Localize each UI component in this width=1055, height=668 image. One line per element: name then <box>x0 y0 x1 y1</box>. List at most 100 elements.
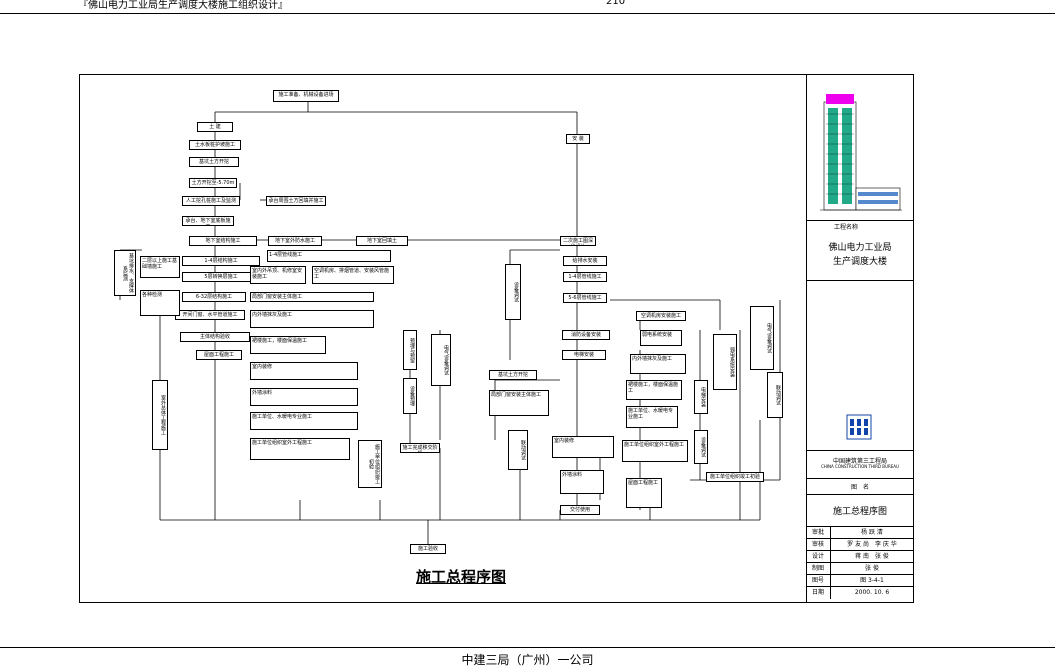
panel-divider-3 <box>806 450 914 451</box>
anz-d4: 施工单位组织室外工程施工 <box>622 440 688 462</box>
tujian-box: 土 建 <box>197 122 233 132</box>
building-illustration <box>820 94 902 211</box>
panel-divider-5 <box>806 494 914 495</box>
drawing-name: 施工总程序图 <box>832 507 887 517</box>
row-value: 2000. 10. 6 <box>854 589 890 596</box>
left-box-1: 基坑排水、支撑体系监测 <box>114 250 136 296</box>
anz-a7: 二次施工图深化设计 <box>560 236 596 246</box>
step-b9: 地下室回填土 <box>356 236 408 246</box>
step-a1-note: 1-4层管线施工 <box>267 250 391 262</box>
anz-a5: 给排水安装 <box>563 256 607 266</box>
panel-divider-4 <box>806 478 914 479</box>
footer-company: 中建三局（广州）一公司 <box>461 653 594 667</box>
diagram-title: 施工总程序图 <box>416 568 507 586</box>
step-c6: 室内装修 <box>250 362 358 380</box>
step-c2: 空调机房、排烟管道、安装风管施工 <box>312 266 394 284</box>
row-value: 杨 跃 清 <box>861 529 883 536</box>
project-name-1: 佛山电力工业局 <box>828 243 892 253</box>
step-b1: 土水板桩护坡施工 <box>189 140 241 150</box>
anz-vert-1: 设备调试 <box>505 264 521 320</box>
anz-final: 施工单位组织竣工初验 <box>706 472 764 482</box>
anz-a4: 5-6层管线施工 <box>563 293 607 303</box>
left-box-3: 各种检测 <box>140 290 180 316</box>
anz-b2: 局部门窗安装主体施工 <box>489 390 549 416</box>
anz-a10: 弱电系统安装 <box>640 330 682 346</box>
start-box: 施工准备、机械设备进场 <box>273 90 339 102</box>
anz-a6: 空调机房安装施工 <box>636 311 686 321</box>
left-box-2: 二层以上施工基础墙施工 <box>140 256 180 278</box>
step-b4: 人工挖孔桩施工及监测 <box>182 196 240 206</box>
anz-e1: 电梯安装 <box>694 380 708 414</box>
vertical-a1: 预埋与预留 <box>403 330 417 370</box>
row-value: 蒋 南 张 俊 <box>855 553 889 560</box>
anz-c1: 室内装修 <box>552 436 614 458</box>
anz-a9: 电梯安装 <box>562 350 606 360</box>
anz-b3: 联动调试 <box>508 430 528 470</box>
drawing-label: 图 名 <box>850 484 869 491</box>
step-c8: 开间门窗、水平管道施工 <box>175 310 245 320</box>
step-b10: 1-4层结构施工 <box>182 256 260 266</box>
panel-row: 图号 图 3-4-1 <box>806 574 914 587</box>
page-number: 210 <box>606 0 626 7</box>
row-key: 图号 <box>806 575 831 587</box>
anz-e2: 设备调试 <box>694 430 708 464</box>
vertical-a13: 电气设备调试 <box>431 334 451 386</box>
step-c5: 裙楼施工，楼面保温施工 <box>250 336 326 354</box>
company-en: CHINA CONSTRUCTION THIRD BUREAU <box>821 464 899 469</box>
row-key: 审批 <box>806 527 831 539</box>
left-box-4: 室外总体工程施工 <box>152 380 168 450</box>
header-rule <box>0 13 1055 14</box>
row-value: 张 俊 <box>865 565 879 572</box>
anz-d1: 内外墙抹灰及施工 <box>630 354 686 374</box>
anz-d2: 裙楼施工，楼面保温施工 <box>626 380 682 400</box>
step-d1: 施工完成移交阶段 <box>400 443 440 453</box>
step-c7: 外墙涂料 <box>250 388 358 406</box>
row-key: 设计 <box>806 551 831 563</box>
panel-divider-1 <box>806 220 914 221</box>
anz-d5: 屋面工程施工 <box>626 478 662 508</box>
anz-e5: 联动调试 <box>767 372 783 418</box>
step-b13: 屋面工程施工 <box>196 350 242 360</box>
company-logo <box>846 414 872 440</box>
company-cn: 中国建筑第三工程局 <box>832 458 887 465</box>
step-d2: 施工单位、水暖电专业施工 <box>250 412 358 430</box>
anz-a3: 1-4层管线施工 <box>563 272 607 282</box>
row-key: 审核 <box>806 539 831 551</box>
step-b3: 土方开挖至-5.70m <box>189 178 237 188</box>
anzhuang-box: 安 装 <box>566 134 590 144</box>
step-b6: 承台周围土方回填并施工 <box>266 196 326 206</box>
row-key: 日期 <box>806 587 831 599</box>
step-b8: 地下室外防水施工 <box>268 236 322 246</box>
document-title: 『佛山电力工业局生产调度大楼施工组织设计』 <box>78 0 288 11</box>
project-name-2: 生产调度大楼 <box>832 257 887 267</box>
anz-b1: 基坑土方开挖 <box>489 370 537 380</box>
footer-rule <box>0 647 1055 648</box>
anz-e4: 电气设备调试 <box>750 306 774 370</box>
anz-d3: 施工单位、水暖电专业施工 <box>626 406 678 428</box>
panel-row: 设计 蒋 南 张 俊 <box>806 550 914 563</box>
panel-divider-2 <box>806 280 914 281</box>
row-value: 图 3-4-1 <box>860 577 884 584</box>
vertical-a2: 设备预埋 <box>403 378 417 414</box>
step-b5: 承台、地下室底板施工 <box>182 216 234 226</box>
final-box: 施工验收 <box>410 544 446 554</box>
title-block <box>806 74 914 603</box>
step-d4: 施工单位组织竣工初验 <box>358 440 382 488</box>
project-label: 工程名称 <box>834 224 859 231</box>
step-b12: 6-32层结构施工 <box>182 292 246 302</box>
step-c3: 局部门窗安装主体施工 <box>250 292 374 302</box>
panel-row: 审批 杨 跃 清 <box>806 526 914 539</box>
step-b7: 地下室结构施工 <box>189 236 257 246</box>
step-d3: 施工单位组织室外工程施工 <box>250 438 350 460</box>
page-header: 『佛山电力工业局生产调度大楼施工组织设计』 210 <box>0 0 1055 14</box>
anz-hand: 消防设备安装 <box>562 330 610 340</box>
anz-e3: 弱电系统安装 <box>713 334 737 390</box>
panel-row: 制图 张 俊 <box>806 562 914 575</box>
drawing-frame <box>79 74 914 603</box>
step-b11: 5层转换层施工 <box>182 272 260 282</box>
row-value: 罗 友 尚 李 庆 华 <box>847 541 897 548</box>
panel-row: 审核 罗 友 尚 李 庆 华 <box>806 538 914 551</box>
row-key: 制图 <box>806 563 831 575</box>
panel-row: 日期 2000. 10. 6 <box>806 586 914 603</box>
step-c4: 内外墙抹灰及施工 <box>250 310 374 328</box>
